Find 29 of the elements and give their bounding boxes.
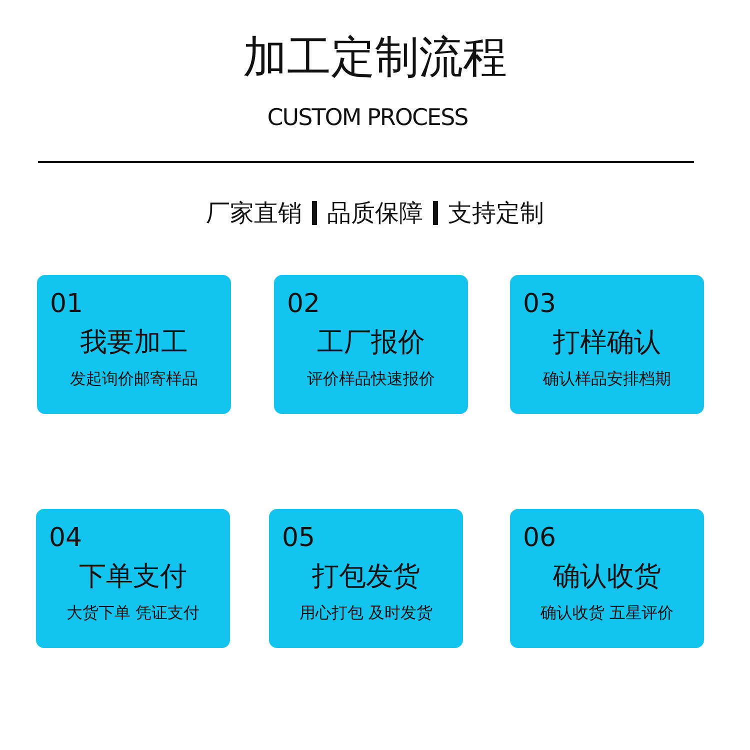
step-number: 01 [50,289,84,319]
step-title: 下单支付 [78,561,188,593]
tagline-text: 支持定制 [448,198,544,228]
step-card [269,509,463,648]
subtitle: CUSTOM PROCESS [266,104,469,132]
step-number: 02 [287,289,320,319]
step-card [37,275,231,414]
step-title: 确认收货 [552,561,662,593]
step-description: 大货下单 凭证支付 [65,603,201,623]
step-card [510,509,704,648]
step-description: 确认样品安排档期 [542,369,672,389]
step-description: 用心打包 及时发货 [298,603,434,623]
step-description: 发起询价邮寄样品 [69,369,199,389]
step-title: 工厂报价 [316,327,426,359]
step-card [36,509,230,648]
step-number: 03 [523,289,556,319]
step-title: 我要加工 [79,327,189,359]
tagline-text: 厂家直销 [206,198,302,228]
tagline-text: 品质保障 [327,198,423,228]
step-description: 评价样品快速报价 [306,369,436,389]
step-number: 06 [523,523,556,553]
step-title: 打包发货 [311,561,421,593]
step-card [274,275,468,414]
step-card [510,275,704,414]
step-number: 04 [49,523,82,553]
step-number: 05 [282,523,316,553]
title: 加工定制流程 [242,31,508,85]
step-title: 打样确认 [552,327,662,359]
step-description: 确认收货 五星评价 [539,603,675,623]
